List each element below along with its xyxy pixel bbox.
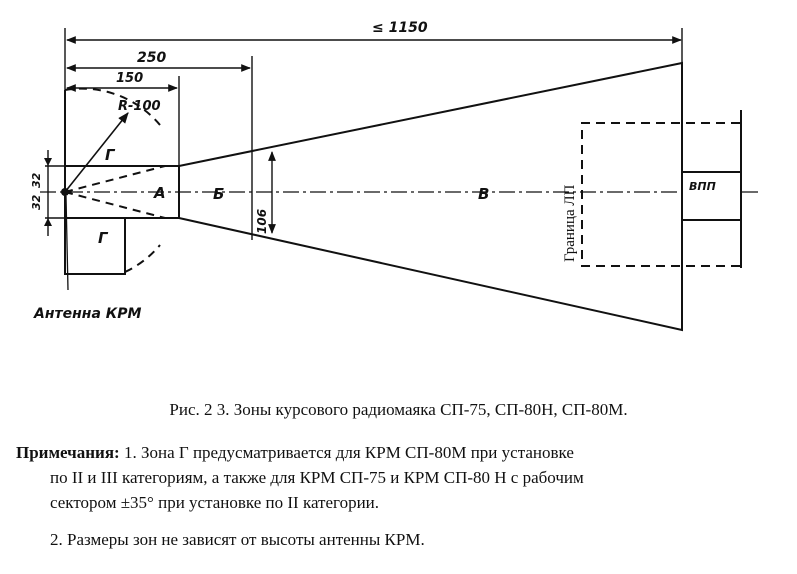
- runway-boundary: [581, 122, 740, 267]
- runway-edge-label: Граница ЛП: [562, 184, 578, 262]
- zone-a-label: А: [153, 184, 166, 202]
- note-1-line-3: сектором ±35° при установке по II катего…: [50, 493, 380, 512]
- antenna-symbol: [61, 188, 69, 196]
- note-1-line-2: по II и III категориям, а также для КРМ …: [50, 468, 584, 487]
- zone-g-top-label: Г: [105, 146, 116, 164]
- dim-32-arrow-top: [44, 158, 52, 166]
- dim-32b-label: 32: [30, 172, 43, 188]
- zone-v-label: В: [478, 185, 489, 203]
- dim-total-label: ≤ 1150: [372, 20, 428, 36]
- dim-250-label: 250: [137, 50, 166, 66]
- notes-block: Примечания: 1. Зона Г предусматривается …: [16, 440, 791, 552]
- figure-caption: Рис. 2 3. Зоны курсового радиомаяка СП-7…: [169, 400, 628, 419]
- vpp-label: ВПП: [689, 180, 716, 193]
- dim-32a-label: 32: [30, 194, 43, 210]
- antenna-label: Антенна КРМ: [33, 306, 141, 322]
- radius-arrow: [64, 112, 129, 193]
- note-1-text-start: 1. Зона Г предусматривается для КРМ СП-8…: [119, 443, 574, 462]
- zone-g-bottom-label: Г: [98, 229, 109, 247]
- notes-label: Примечания:: [16, 443, 120, 462]
- vpp-strip: [681, 171, 742, 221]
- radius-label: R-100: [118, 99, 161, 114]
- ray-down: [64, 191, 166, 219]
- note-2: 2. Размеры зон не зависят от высоты анте…: [50, 530, 425, 549]
- zone-b-label: Б: [213, 185, 224, 203]
- antenna-leader: [65, 195, 69, 291]
- zone-g-lower-box: [64, 217, 126, 275]
- dim-150-label: 150: [116, 71, 143, 86]
- note-1-line-1: Примечания: 1. Зона Г предусматривается …: [16, 440, 791, 465]
- ray-up: [64, 165, 166, 193]
- dim-106-label: 106: [255, 209, 269, 234]
- zone-trapezoid: [178, 61, 683, 332]
- dim-32-arrow-bottom: [44, 218, 52, 226]
- zone-diagram: ≤ 1150 250 150 R-100 Г Г А Б В 106 32 32…: [30, 20, 760, 332]
- zone-g-arc-bottom: [124, 244, 161, 273]
